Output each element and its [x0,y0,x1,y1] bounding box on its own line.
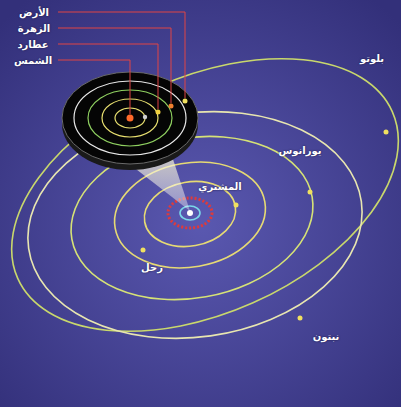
planet-label: زحل [141,262,163,273]
inset-planet-label: الشمس [14,55,52,66]
planet-label: بلوتو [360,53,384,64]
planet-label: يورانوس [278,145,321,156]
inset-planet-label: عطارد [17,39,48,50]
planet-label: المشتري [198,181,242,192]
planet-label: نبتون [313,331,340,342]
inset-planet-label: الأرض [19,7,49,18]
inset-planet-label: الزهرة [18,23,50,34]
